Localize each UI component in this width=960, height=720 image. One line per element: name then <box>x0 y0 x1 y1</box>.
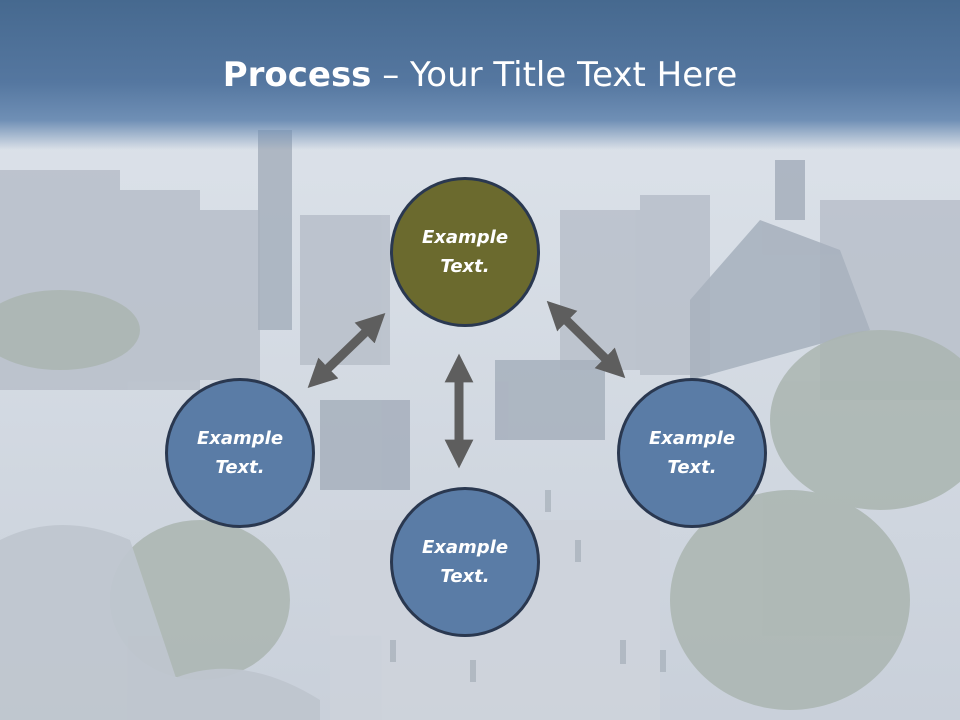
node-left[interactable]: Example Text. <box>165 378 315 528</box>
node-right-text: Example Text. <box>648 428 736 478</box>
title-rest: – Your Title Text Here <box>371 55 738 95</box>
node-left-text: Example Text. <box>196 428 284 478</box>
node-top-text: Example Text. <box>421 227 509 277</box>
node-right[interactable]: Example Text. <box>617 378 767 528</box>
slide-title: Process – Your Title Text Here <box>0 52 960 98</box>
node-top[interactable]: Example Text. <box>390 177 540 327</box>
arrow-top-left <box>307 313 386 388</box>
node-bottom[interactable]: Example Text. <box>390 487 540 637</box>
title-bold: Process <box>222 55 372 95</box>
title-banner <box>0 0 960 150</box>
node-bottom-text: Example Text. <box>421 537 509 587</box>
arrow-top-right <box>546 300 626 379</box>
